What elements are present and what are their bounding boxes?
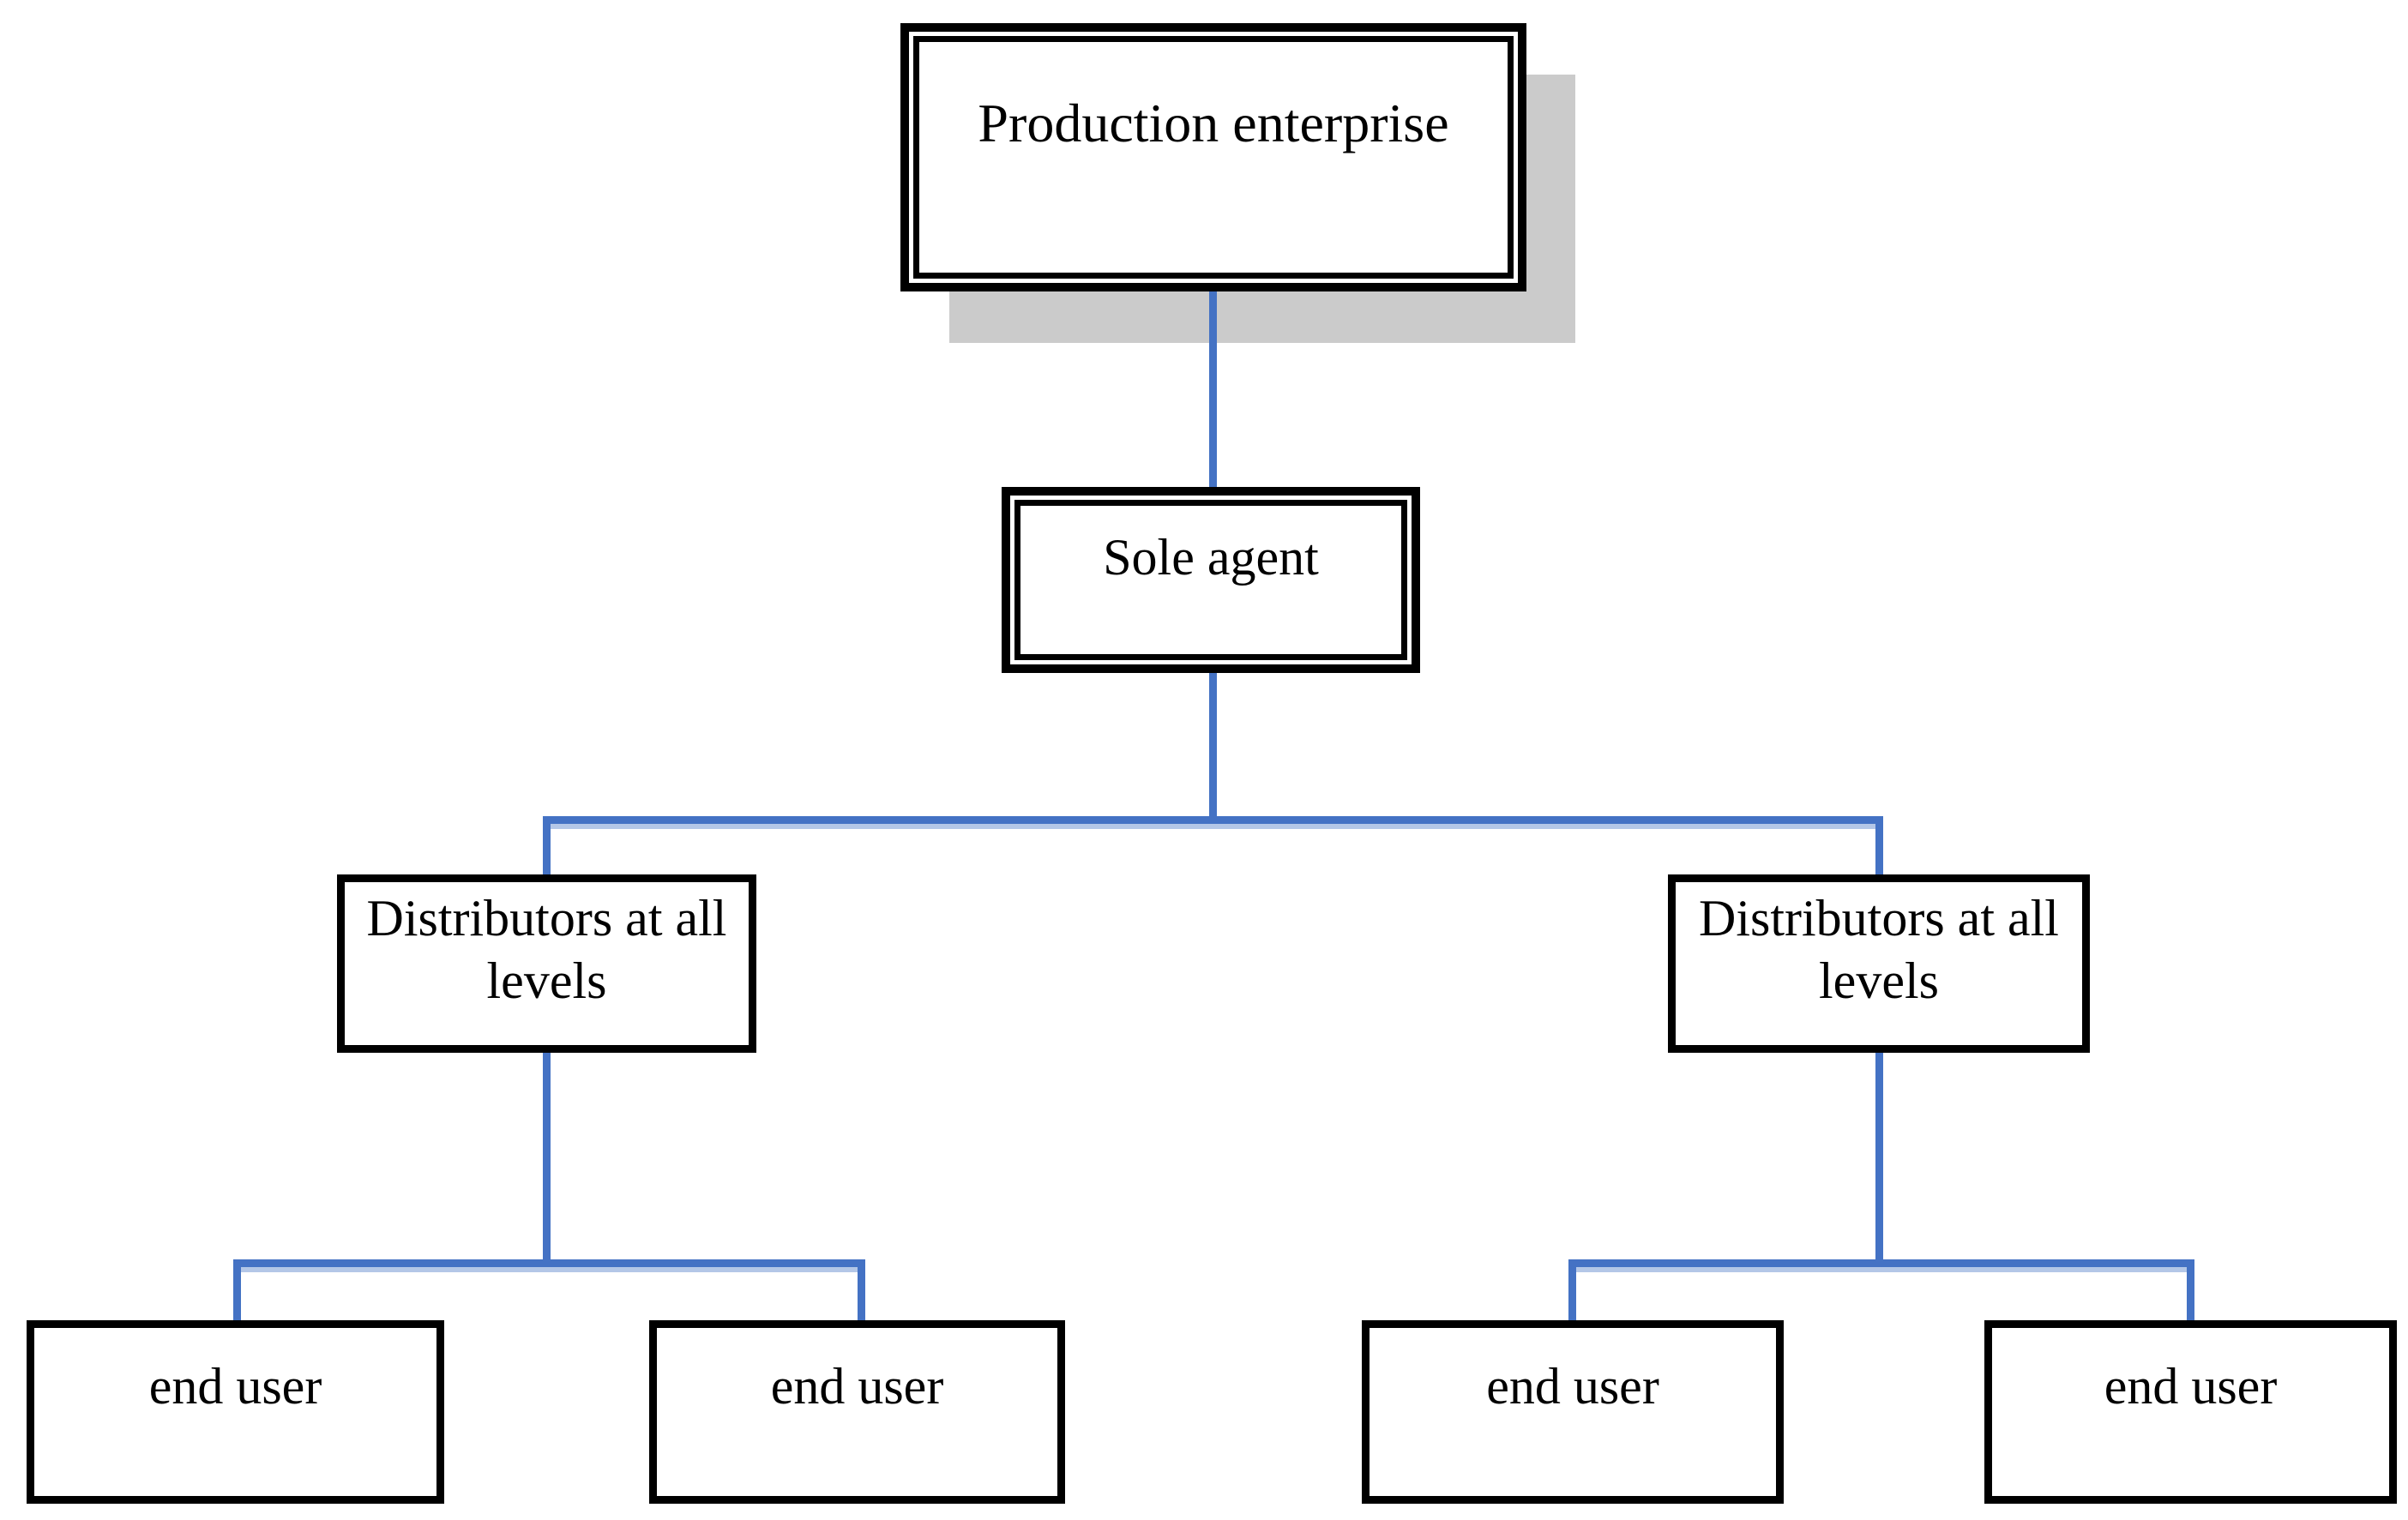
connector-distributor-right-bus	[1568, 1259, 2194, 1267]
node-distributors-right: Distributors at all levels	[1668, 874, 2090, 1053]
connector-bus-to-end-user-1	[233, 1259, 241, 1327]
connector-bus-to-end-user-2	[858, 1259, 865, 1327]
end-user-1-label: end user	[148, 1358, 322, 1415]
node-end-user-1: end user	[27, 1320, 444, 1504]
connector-bus-to-distributor-left	[543, 816, 551, 881]
production-label: Production enterprise	[978, 93, 1449, 153]
node-end-user-3: end user	[1362, 1320, 1784, 1504]
connector-sole-agent-bus	[543, 816, 1883, 824]
connector-bus-to-end-user-3	[1568, 1259, 1576, 1327]
connector-bus-to-distributor-right	[1875, 816, 1883, 881]
node-end-user-2: end user	[649, 1320, 1065, 1504]
node-distributors-left: Distributors at all levels	[337, 874, 756, 1053]
end-user-4-label: end user	[2104, 1358, 2278, 1415]
sole-agent-label: Sole agent	[1103, 529, 1319, 586]
connector-sole-agent-stem	[1209, 671, 1217, 824]
connector-distributor-left-bus	[233, 1259, 865, 1267]
connector-distributor-right-stem	[1875, 1051, 1883, 1267]
production-inner-border: Production enterprise	[913, 36, 1514, 279]
node-production-enterprise: Production enterprise	[900, 23, 1526, 291]
node-end-user-4: end user	[1984, 1320, 2397, 1504]
distributors-left-label: Distributors at all levels	[366, 890, 727, 1010]
distributors-right-label: Distributors at all levels	[1699, 890, 2059, 1010]
node-sole-agent: Sole agent	[1002, 487, 1420, 673]
connector-distributor-left-stem	[543, 1051, 551, 1267]
connector-production-to-sole-agent	[1209, 290, 1217, 490]
sole-agent-inner-border: Sole agent	[1014, 500, 1407, 660]
end-user-3-label: end user	[1486, 1358, 1659, 1415]
end-user-2-label: end user	[770, 1358, 944, 1415]
connector-bus-to-end-user-4	[2187, 1259, 2194, 1327]
